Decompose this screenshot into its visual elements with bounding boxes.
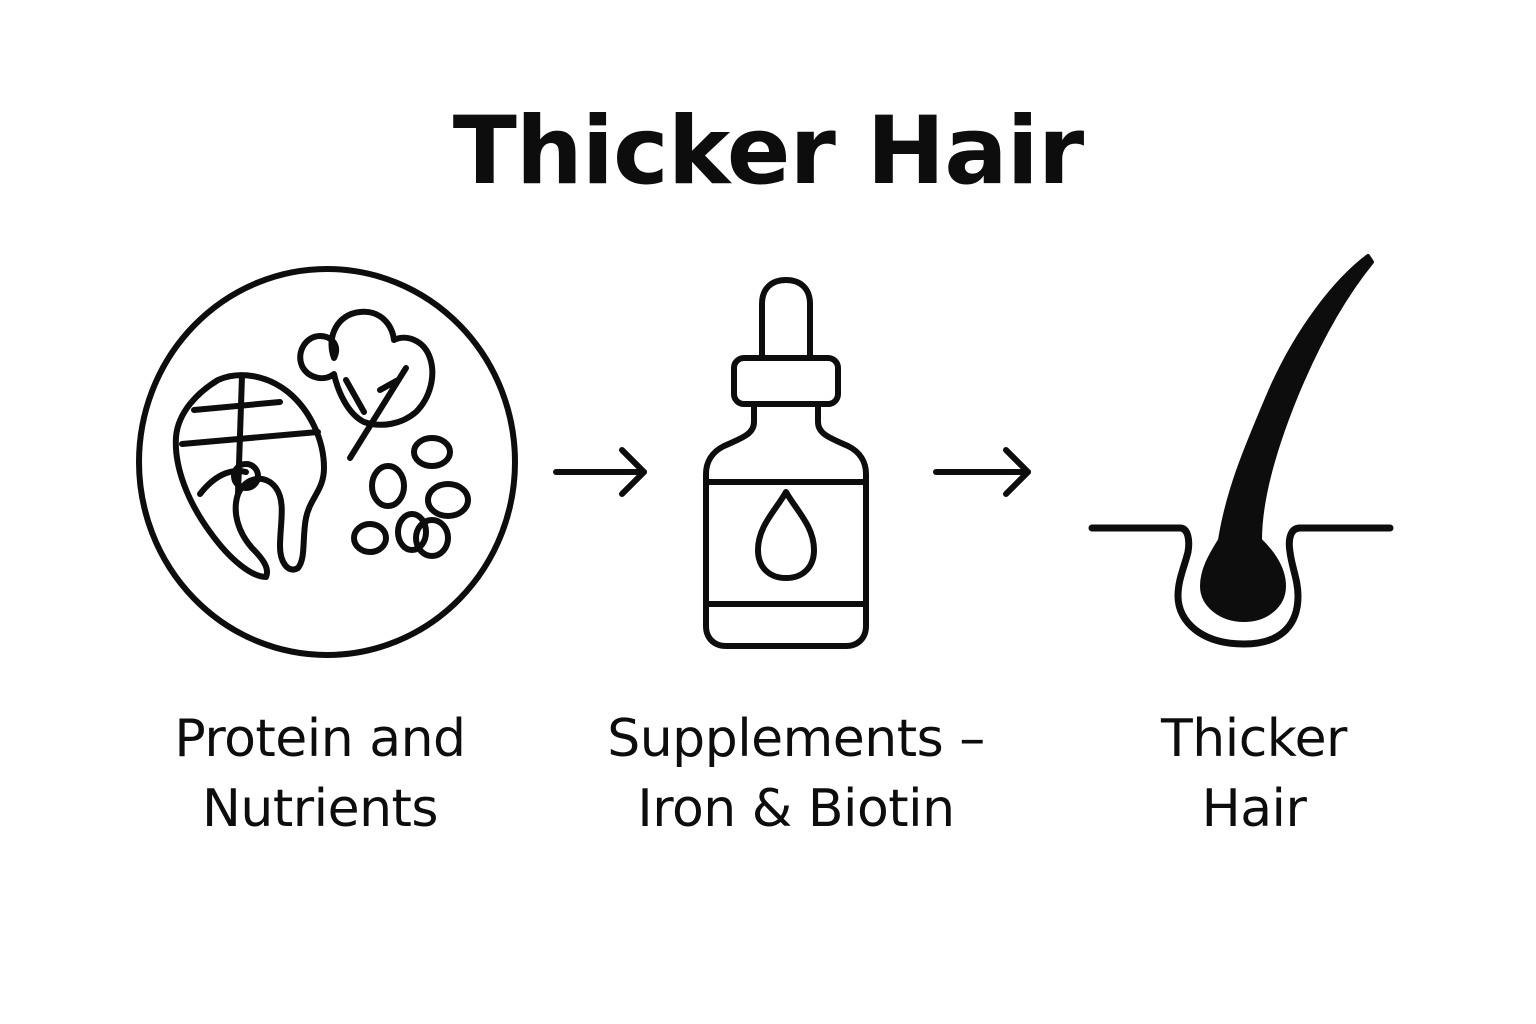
food-plate-icon	[136, 266, 518, 658]
step-label-line: Thicker	[1161, 709, 1347, 769]
step-label-line: Hair	[1201, 779, 1307, 839]
arrow-right-icon	[553, 447, 647, 497]
step-label-line: Protein and	[174, 709, 466, 769]
step-protein-nutrients	[130, 262, 530, 662]
step-label-thicker-hair: Thicker Hair	[1054, 704, 1454, 844]
step-label-line: Nutrients	[202, 779, 439, 839]
hair-follicle-icon	[1088, 254, 1394, 648]
step-label-supplements: Supplements – Iron & Biotin	[566, 704, 1026, 844]
dropper-bottle-icon	[703, 277, 869, 649]
step-thicker-hair	[1084, 250, 1404, 650]
page-title: Thicker Hair	[452, 97, 1085, 206]
step-supplements	[696, 274, 876, 654]
step-label-line: Iron & Biotin	[637, 779, 955, 839]
step-label-protein: Protein and Nutrients	[120, 704, 520, 844]
step-label-line: Supplements –	[607, 709, 985, 769]
arrow-right-icon	[933, 447, 1031, 497]
